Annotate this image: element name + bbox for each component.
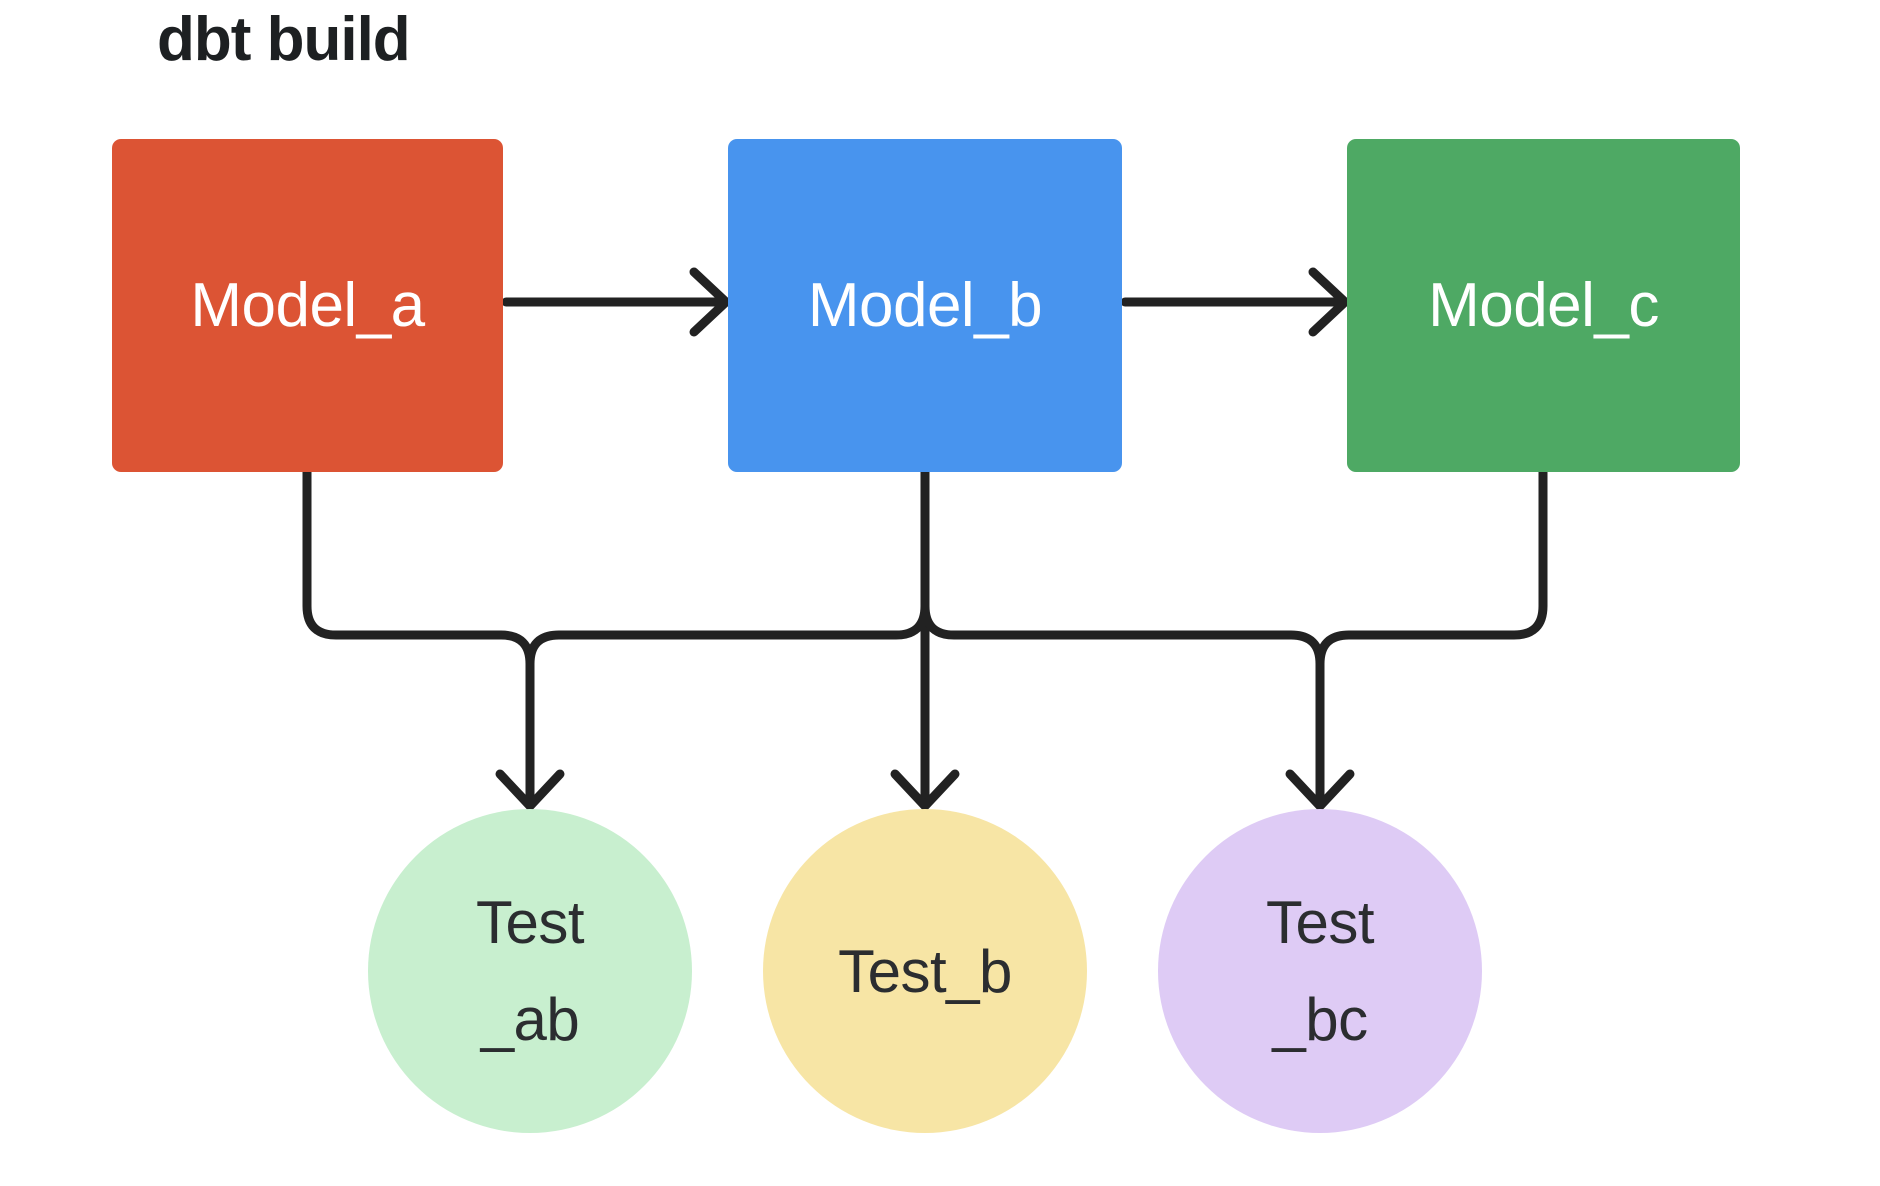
model-b-label: Model_b [807,271,1043,340]
model-b-node[interactable]: Model_b [728,139,1122,472]
edge-to-test-ab-arrowhead [495,769,565,811]
edge-model-b-to-test-ab[interactable] [525,467,930,805]
model-c-label: Model_c [1428,271,1659,340]
test-bc-label-line-1: Test [1265,889,1375,956]
edge-to-test-b-arrowhead [890,769,960,811]
edge-model-a-to-model-b-arrowhead [689,267,731,337]
edge-model-c-to-test-bc[interactable] [1315,467,1548,805]
test-bc-node[interactable]: Test _bc [1158,809,1482,1133]
model-a-node[interactable]: Model_a [112,139,503,472]
edge-model-b-to-test-bc[interactable] [920,467,1325,805]
test-b-node[interactable]: Test_b [763,809,1087,1133]
test-bc-label-line-2: _bc [1272,986,1368,1053]
diagram-title: dbt build [157,5,411,74]
edge-model-a-to-test-ab[interactable] [302,467,535,805]
model-c-node[interactable]: Model_c [1347,139,1740,472]
edge-to-test-bc-arrowhead [1285,769,1355,811]
test-ab-label-line-2: _ab [480,986,580,1053]
test-ab-node[interactable]: Test _ab [368,809,692,1133]
model-a-label: Model_a [190,271,425,340]
edge-model-b-to-model-c-arrowhead [1308,267,1350,337]
test-ab-label-line-1: Test [475,889,585,956]
test-b-label: Test_b [838,937,1012,1005]
